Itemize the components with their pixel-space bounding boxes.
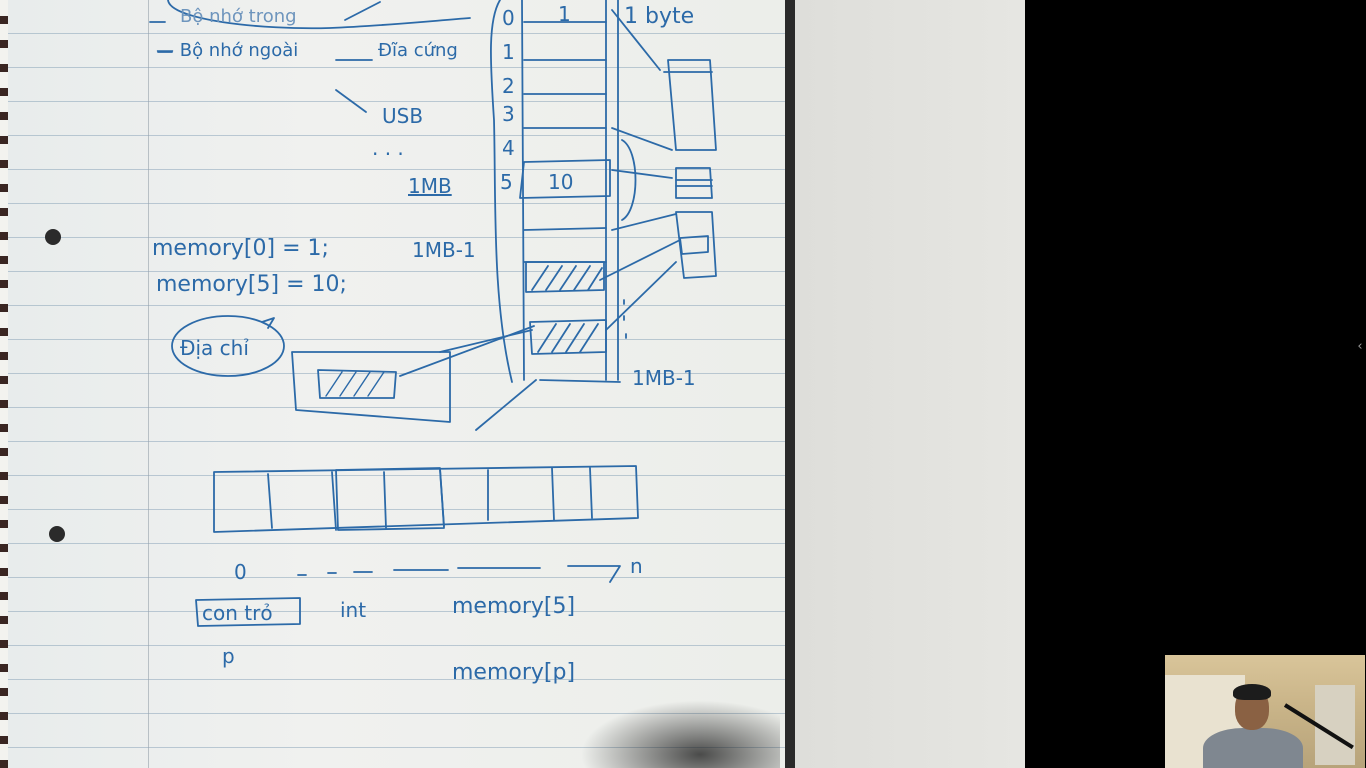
desk-surface [785, 0, 1025, 768]
webcam-thumbnail[interactable] [1165, 655, 1365, 768]
memory-5-label: memory[5] [452, 594, 576, 619]
usb-branch-line [335, 89, 367, 113]
address-oval [171, 315, 285, 377]
row-label-2: 2 [502, 74, 515, 98]
top-oval [167, 0, 471, 30]
small-cell-box [291, 325, 537, 431]
document-camera-feed: Bộ nhớ trong — Bộ nhớ ngoài Đĩa cứng USB… [0, 0, 1025, 768]
row-label-4: 4 [502, 136, 515, 160]
note-one-byte: 1 byte [624, 4, 695, 29]
code-line-1: memory[0] = 1; [152, 236, 329, 261]
punch-hole [49, 526, 65, 542]
axis-zero-label: 0 [234, 560, 247, 584]
presenter-hair [1233, 684, 1271, 700]
axis-n-label: n [630, 554, 643, 578]
cell-value-10: 10 [548, 170, 574, 194]
p-label: p [222, 644, 235, 668]
note-top-cut: Bộ nhớ trong [180, 6, 297, 27]
handwritten-diagram [149, 0, 717, 627]
right-blocks [599, 9, 717, 339]
note-hard-disk: Đĩa cứng [378, 40, 458, 61]
row-label-0: 0 [502, 6, 515, 30]
end-label: 1MB-1 [632, 366, 696, 390]
row-label-5: 5 [500, 170, 513, 194]
address-label: Địa chỉ [180, 336, 249, 360]
row-label-3: 3 [502, 102, 515, 126]
code-line-1-tail: 1MB-1 [412, 238, 476, 262]
memory-cells-column [490, 0, 621, 383]
note-external-memory: — Bộ nhớ ngoài [156, 40, 299, 61]
notebook-page: Bộ nhớ trong — Bộ nhớ ngoài Đĩa cứng USB… [0, 0, 785, 768]
array-strip [213, 465, 639, 533]
note-usb: USB [382, 104, 424, 128]
note-one-mb: 1MB [408, 174, 452, 198]
chevron-left-icon[interactable]: ‹ [1357, 339, 1363, 354]
axis-arrow [297, 565, 621, 583]
memory-p-label: memory[p] [452, 660, 576, 685]
pointer-box [195, 597, 301, 627]
cell-value-1: 1 [558, 2, 571, 26]
presenter-body [1203, 728, 1303, 768]
pointer-label: con trỏ [202, 601, 273, 625]
margin-line [148, 0, 149, 768]
hand-shadow [580, 700, 780, 768]
ring-binding [0, 0, 8, 768]
int-label: int [340, 598, 367, 622]
note-dots: . . . [372, 136, 404, 160]
punch-hole [45, 229, 61, 245]
hatched-cells [531, 265, 603, 353]
code-line-2: memory[5] = 10; [156, 272, 347, 297]
row-label-1: 1 [502, 40, 515, 64]
